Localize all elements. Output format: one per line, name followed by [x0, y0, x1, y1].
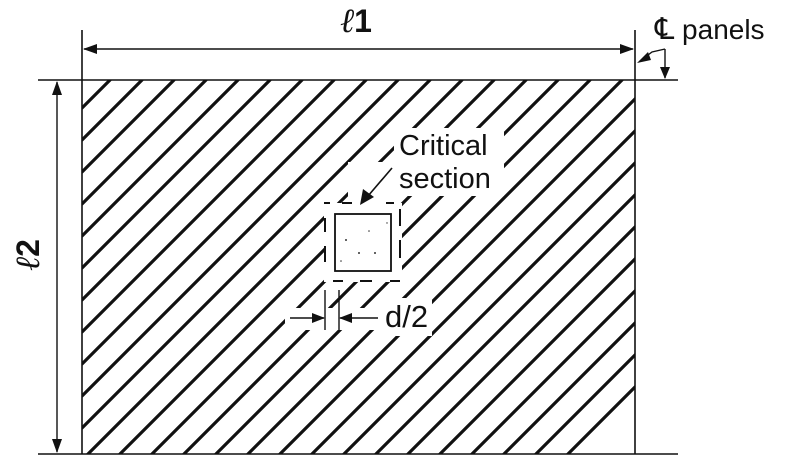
arrowhead-left-icon	[83, 44, 97, 54]
arrowhead-right-icon	[620, 44, 634, 54]
section-text: section	[399, 163, 491, 195]
d-over-2-label: d/2	[382, 301, 432, 332]
critical-section-label: Critical section	[397, 130, 493, 196]
subscript: 1	[354, 3, 372, 39]
subscript: 2	[9, 239, 46, 257]
d2-dimension	[290, 290, 378, 330]
arrowhead-left-icon	[339, 313, 352, 323]
centerline-icon: ℄	[655, 12, 675, 47]
span-l1-dimension	[83, 44, 634, 54]
leader-arrow-down-icon	[660, 67, 670, 79]
arrowhead-right-icon	[312, 313, 325, 323]
ell-symbol: ℓ	[7, 256, 48, 271]
panel-outline	[38, 30, 678, 455]
span-l1-label: ℓ1	[340, 4, 372, 38]
panels-text: panels	[682, 14, 765, 45]
span-l2-label: ℓ2	[7, 239, 48, 271]
critical-text: Critical	[399, 130, 488, 162]
arrowhead-down-icon	[52, 439, 62, 453]
critical-section-leader	[360, 167, 393, 205]
centerline-panels-label: ℄ panels	[655, 15, 765, 45]
centerline-leader	[637, 48, 670, 79]
arrowhead-up-icon	[52, 81, 62, 95]
leader-arrow-icon	[360, 189, 374, 205]
critical-section-perimeter	[324, 202, 401, 282]
leader-arrow-icon	[637, 52, 651, 63]
column	[334, 213, 392, 272]
span-l2-dimension	[52, 81, 62, 453]
ell-symbol: ℓ	[340, 1, 355, 41]
